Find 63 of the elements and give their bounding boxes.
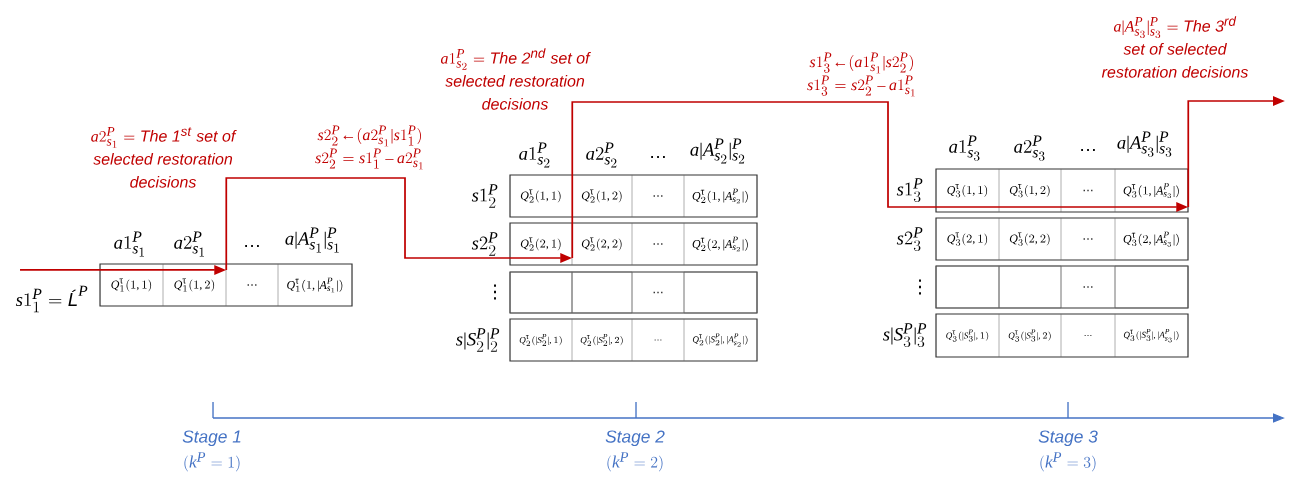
empty-cell — [1114, 265, 1189, 309]
column-header: $a1^{P}_{s_2}$ — [519, 142, 550, 168]
empty-cell — [935, 265, 1000, 309]
column-header: … — [245, 245, 259, 247]
annotation-text: $\begin{array}{c}a2^{P}_{s_1}=\textit{The 1\textsuperscript{st} set of}\\\textit{selected restoration}\\\textit{decisions}\end{array}$ — [91, 127, 237, 188]
cell-text: … — [653, 291, 663, 294]
cell-text: … — [654, 339, 662, 341]
empty-cell — [683, 271, 758, 314]
cell-text: $Q^{\text{τ}}_{2}(|S^{P}_{2}|,2)$ — [580, 334, 623, 346]
annotation-text: $\begin{array}{c}s1^{P}_{3}\text{←}(a1^{P}_{s_1}|s2^{P}_{2})\\s1^{P}_{3}=s2^{P}_{2}-a1^{P}_{s_1}\end{array}$ — [807, 52, 915, 97]
column-header: … — [651, 156, 665, 158]
cell-text: $Q^{\text{τ}}_{2}(|S^{P}_{2}|,1)$ — [519, 334, 562, 346]
cell-text: $Q^{\text{τ}}_{3}(1,1)$ — [947, 183, 988, 198]
cell-text: $Q^{\text{τ}}_{3}(2,1)$ — [947, 232, 988, 246]
stage-label: $\begin{array}{c}\textit{Stage 3}\\(k^{P}=3)\end{array}$ — [1038, 430, 1098, 472]
column-header: $a|A^{P}_{s_1}|^{P}_{s_1}$ — [285, 227, 339, 253]
row-header: $s|S^{P}_{2}|^{P}_{2}$ — [456, 328, 500, 352]
cell-text: $Q^{\text{τ}}_{2}(1,2)$ — [581, 189, 622, 203]
cell-text: … — [653, 195, 663, 197]
row-header: $s1^{P}_{2}$ — [471, 184, 498, 208]
cell-text: … — [653, 243, 663, 245]
cell-text: $Q^{\text{τ}}_{3}(1,|A^{P}_{s_3}|)$ — [1123, 183, 1179, 198]
row-header: $s2^{P}_{2}$ — [471, 232, 498, 256]
cell-text: … — [1083, 238, 1093, 240]
empty-cell — [571, 271, 633, 314]
cell-text: $Q^{\text{τ}}_{2}(2,|A^{P}_{s_2}|)$ — [692, 236, 748, 252]
column-header: $a2^{P}_{s_1}$ — [174, 231, 204, 257]
cell-text: $Q^{\text{τ}}_{1}(1,2)$ — [174, 278, 215, 292]
annotation-text: $\begin{array}{c}a1^{P}_{s_2}=\textit{The 2\textsuperscript{nd} set of}\\\textit{selected restoration}\\\textit{decisions}\end{array}$ — [440, 48, 591, 110]
row-header: $s|S^{P}_{3}|^{P}_{3}$ — [883, 323, 927, 348]
annotation-text: $\begin{array}{c}s2^{P}_{2}\text{←}(a2^{P}_{s_1}|s1^{P}_{1})\\s2^{P}_{2}=s1^{P}_{1}-a2^{P}_{s_1}\end{array}$ — [315, 125, 423, 170]
cell-text: $Q^{\text{τ}}_{2}(2,2)$ — [581, 237, 622, 251]
row-header: $s1^{P}_{1}=\textit{Ĺ}^{P}$ — [15, 285, 88, 313]
cell-text: $Q^{\text{τ}}_{1}(1,|A^{P}_{s_1}|)$ — [287, 277, 343, 293]
cell-text: $Q^{\text{τ}}_{3}(2,|A^{P}_{s_3}|)$ — [1123, 231, 1179, 247]
stage-label: $\begin{array}{c}\textit{Stage 2}\\(k^{P}=2)\end{array}$ — [605, 430, 665, 472]
cell-text: $Q^{\text{τ}}_{2}(|S^{P}_{2}|,|A^{P}_{s_2}|)$ — [692, 333, 748, 347]
row-header: $s2^{P}_{3}$ — [896, 227, 923, 252]
column-header: $a1^{P}_{s_1}$ — [114, 231, 144, 257]
cell-text: $Q^{\text{τ}}_{3}(2,2)$ — [1009, 232, 1050, 246]
cell-text: $Q^{\text{τ}}_{2}(1,|A^{P}_{s_2}|)$ — [692, 188, 748, 204]
cell-text: $Q^{\text{τ}}_{3}(|S^{P}_{3}|,|A^{P}_{s_3}|)$ — [1123, 328, 1179, 343]
cell-text: $Q^{\text{τ}}_{3}(|S^{P}_{3}|,2)$ — [1008, 329, 1051, 342]
cell-text: $Q^{\text{τ}}_{1}(1,1)$ — [111, 278, 152, 292]
column-header: $a2^{P}_{s_3}$ — [1014, 135, 1045, 161]
cell-text: … — [1083, 286, 1093, 288]
column-header: $a1^{P}_{s_3}$ — [949, 135, 980, 161]
cell-text: $Q^{\text{τ}}_{2}(2,1)$ — [520, 237, 561, 251]
empty-cell — [509, 271, 573, 314]
cell-text: $Q^{\text{τ}}_{3}(1,2)$ — [1009, 183, 1050, 198]
column-header: $a2^{P}_{s_2}$ — [586, 142, 617, 168]
stage-label: $\begin{array}{c}\textit{Stage 1}\\(k^{P}=1)\end{array}$ — [182, 430, 241, 472]
cell-text: … — [1083, 189, 1093, 192]
empty-cell — [998, 265, 1062, 309]
cell-text: $Q^{\text{τ}}_{3}(|S^{P}_{3}|,1)$ — [946, 329, 989, 342]
column-header: … — [1081, 149, 1095, 151]
cell-text: … — [247, 284, 257, 286]
cell-text: … — [1084, 335, 1092, 336]
column-header: $a|A^{P}_{s_3}|^{P}_{s_3}$ — [1117, 131, 1172, 157]
row-header: $s1^{P}_{3}$ — [896, 178, 923, 203]
cell-text: $Q^{\text{τ}}_{2}(1,1)$ — [520, 189, 561, 203]
column-header: $a|A^{P}_{s_2}|^{P}_{s_2}$ — [690, 138, 745, 164]
annotation-text: $\begin{array}{c}a|A^{P}_{s_3}|^{P}_{s_3}=\textit{The 3\textsuperscript{rd}}\\\textit{set of selected}\\\textit{restoration decisions}\end{array}$ — [1101, 16, 1248, 78]
